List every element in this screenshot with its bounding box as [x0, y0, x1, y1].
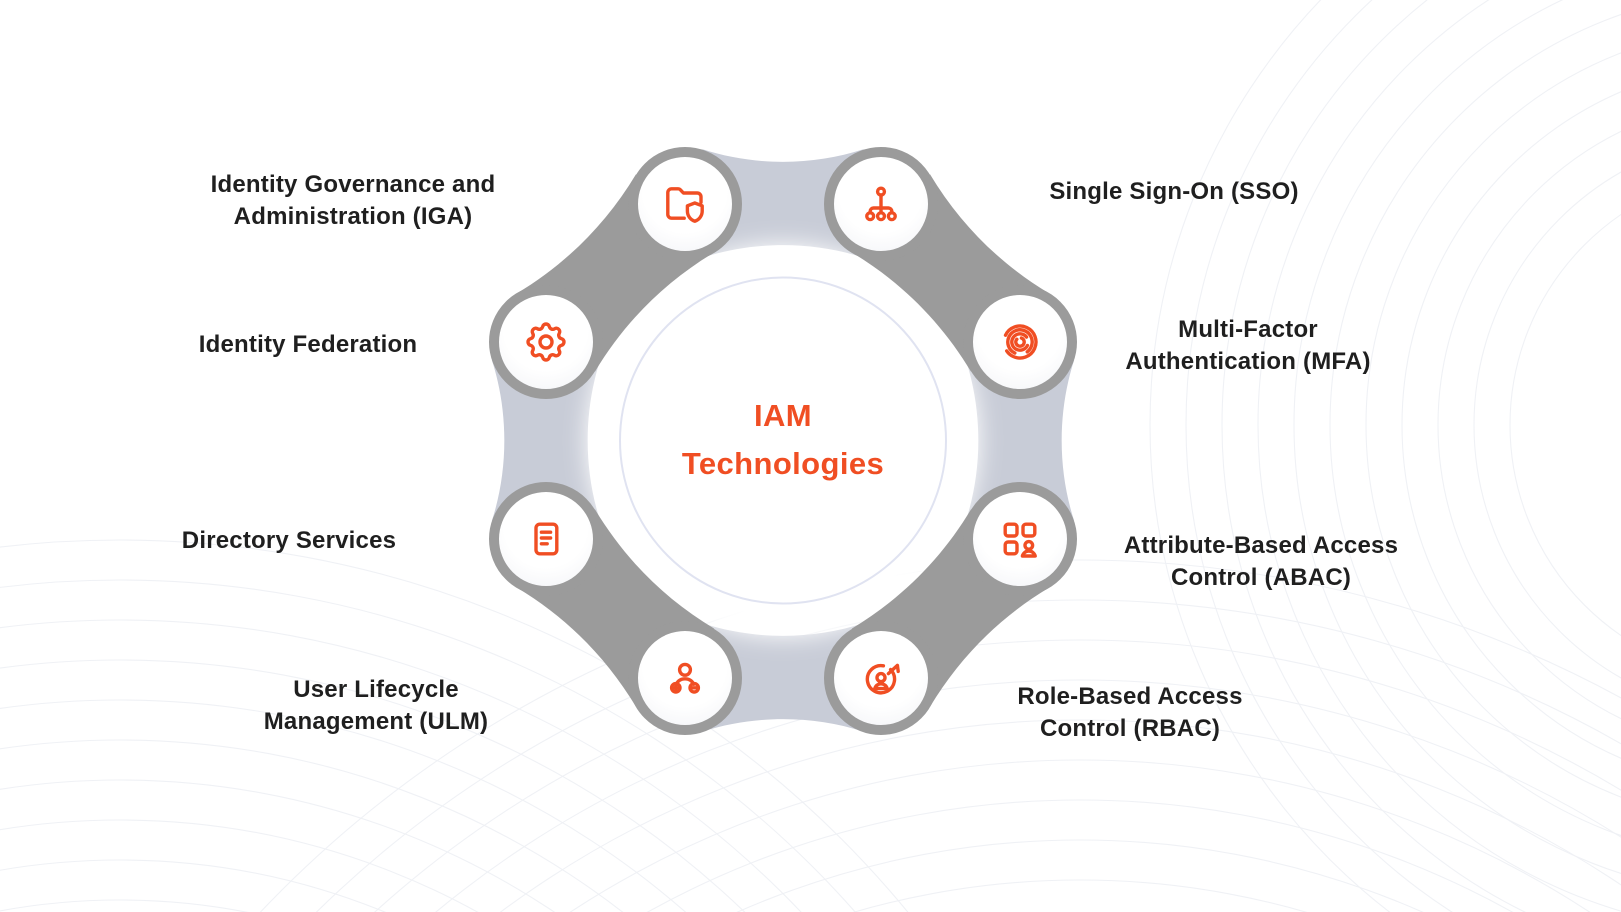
- grid-user-icon: [1003, 522, 1037, 558]
- node-mfa: [963, 285, 1077, 400]
- label-dir: Directory Services: [181, 526, 397, 554]
- node-abac: [963, 481, 1077, 596]
- node-ring-sso: [824, 146, 939, 261]
- document-lines-icon: [534, 522, 559, 556]
- label-iga: Identity Governance and Administration (…: [210, 170, 496, 230]
- label-rbac: Role-Based Access Control (RBAC): [1017, 682, 1243, 742]
- node-sso: [824, 146, 939, 261]
- node-ring-mfa: [963, 285, 1077, 400]
- node-ulm: [627, 620, 742, 735]
- user-rotate-icon: [865, 663, 901, 694]
- node-ring-fed: [489, 285, 603, 400]
- fingerprint-icon: [1002, 324, 1038, 360]
- center-circle: [619, 276, 947, 605]
- diagram-title: IAM Technologies: [681, 397, 885, 481]
- user-plus-minus-icon: [669, 662, 700, 694]
- node-dir: [489, 481, 603, 596]
- label-ulm: User Lifecycle Management (ULM): [263, 675, 489, 735]
- node-rbac: [824, 620, 939, 735]
- gear-icon: [526, 322, 566, 362]
- label-abac: Attribute-Based Access Control (ABAC): [1123, 531, 1399, 591]
- sitemap-icon: [865, 186, 898, 221]
- connectors-light: [491, 149, 1075, 732]
- folder-shield-icon: [665, 186, 704, 223]
- node-ring-dir: [489, 481, 603, 596]
- label-mfa: Multi-Factor Authentication (MFA): [1125, 315, 1371, 375]
- node-ring-ulm: [627, 620, 742, 735]
- node-ring-rbac: [824, 620, 939, 735]
- node-iga: [627, 146, 742, 261]
- label-sso: Single Sign-On (SSO): [1049, 177, 1299, 205]
- node-ring-iga: [627, 146, 742, 261]
- node-ring-abac: [963, 481, 1077, 596]
- label-fed: Identity Federation: [198, 330, 418, 358]
- node-fed: [489, 285, 603, 400]
